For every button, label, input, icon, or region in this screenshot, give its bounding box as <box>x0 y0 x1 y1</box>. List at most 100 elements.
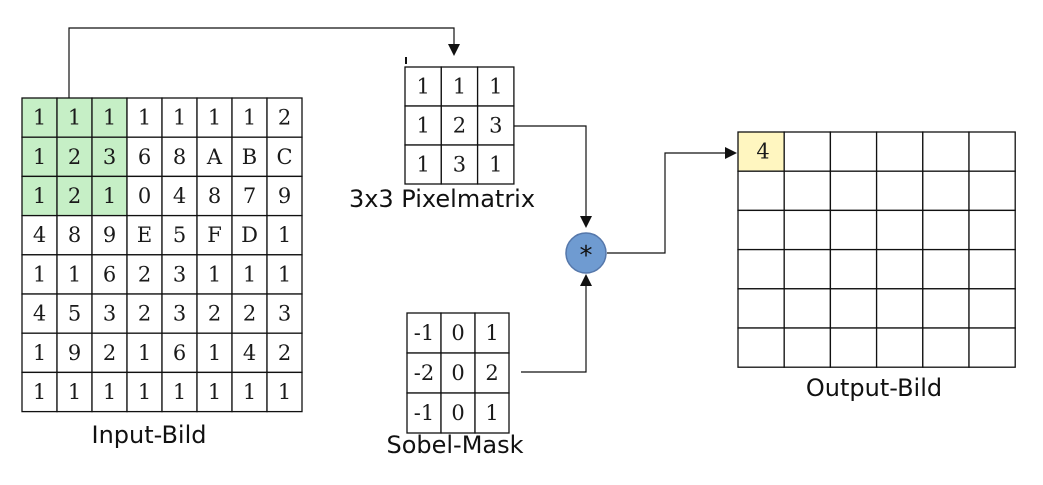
input-cell-value: 6 <box>138 145 151 169</box>
pixel-matrix-cell: 3 <box>440 144 479 185</box>
input-cell-value: 9 <box>68 341 81 365</box>
input-cell: 1 <box>21 371 58 413</box>
input-cell: 1 <box>231 371 268 413</box>
input-cell-value: 1 <box>278 262 291 286</box>
input-cell: 1 <box>56 254 93 295</box>
input-cell: 2 <box>56 175 93 217</box>
arrow-input-to-pixelmatrix <box>68 27 460 98</box>
connectors <box>68 27 737 373</box>
input-cell: 5 <box>161 214 198 256</box>
input-cell: 2 <box>91 332 128 374</box>
pixel-matrix-cell-value: 3 <box>489 114 502 138</box>
input-cell: 2 <box>266 97 303 138</box>
sobel-cell: 1 <box>474 312 510 354</box>
output-cell <box>783 131 832 172</box>
input-cell-value: 1 <box>243 380 256 404</box>
output-cell <box>829 170 878 212</box>
input-cell: 2 <box>126 254 163 295</box>
output-cell <box>875 170 924 212</box>
sobel-cell-value: 0 <box>451 401 464 425</box>
input-cell: 4 <box>21 293 58 334</box>
input-cell-value: 1 <box>68 380 81 404</box>
sobel-cell: 0 <box>440 312 476 354</box>
input-cell-value: 2 <box>138 302 151 326</box>
input-cell: 1 <box>21 332 58 374</box>
input-cell: A <box>196 136 233 178</box>
input-cell-value: 1 <box>68 262 81 286</box>
sobel-cell-value: 0 <box>451 361 464 385</box>
input-cell: C <box>266 136 303 178</box>
output-image-caption: Output-Bild <box>806 374 942 402</box>
input-cell-value: 3 <box>278 302 291 326</box>
arrow-pixelmatrix-to-operator <box>514 125 592 228</box>
input-cell: 8 <box>56 214 93 256</box>
input-cell: D <box>231 214 268 256</box>
input-cell-value: 6 <box>103 262 116 286</box>
input-cell: 1 <box>91 175 128 217</box>
input-cell-value: 5 <box>68 302 81 326</box>
arrow-operator-to-output <box>607 147 737 254</box>
output-cell <box>968 209 1016 251</box>
input-cell-value: 2 <box>103 341 116 365</box>
input-cell: 9 <box>266 175 303 217</box>
output-cell <box>783 327 832 368</box>
sobel-cell: -1 <box>406 392 442 434</box>
input-cell-value: 1 <box>33 145 46 169</box>
pixel-matrix-cell: 1 <box>404 105 442 146</box>
input-cell-value: 1 <box>103 380 116 404</box>
output-cell <box>968 248 1016 290</box>
input-cell-value: 5 <box>173 223 186 247</box>
pixel-matrix-cell: 3 <box>476 105 515 146</box>
pixel-matrix-cell: 2 <box>440 105 479 146</box>
input-cell: 9 <box>56 332 93 374</box>
output-cell <box>922 209 970 251</box>
input-cell: 4 <box>21 214 58 256</box>
input-cell-value: F <box>207 223 222 247</box>
output-cell <box>783 288 832 329</box>
output-cell <box>922 170 970 212</box>
input-cell: 4 <box>231 332 268 374</box>
input-cell: E <box>126 214 163 256</box>
input-cell: 1 <box>56 371 93 413</box>
input-cell: 1 <box>21 97 58 138</box>
sobel-mask-caption: Sobel-Mask <box>386 431 523 459</box>
pixel-matrix-cell: 1 <box>404 144 442 185</box>
output-cell <box>968 288 1016 329</box>
pixel-matrix-cell-value: 1 <box>416 75 429 99</box>
input-cell-value: 6 <box>173 341 186 365</box>
input-cell: 1 <box>266 254 303 295</box>
input-cell-value: 1 <box>208 341 221 365</box>
input-cell-value: 1 <box>33 341 46 365</box>
input-cell: 6 <box>91 254 128 295</box>
input-cell-value: 1 <box>33 262 46 286</box>
pixel-matrix-cell-value: 1 <box>453 75 466 99</box>
input-cell: 3 <box>91 136 128 178</box>
input-cell: 5 <box>56 293 93 334</box>
input-cell-value: 4 <box>173 184 186 208</box>
input-cell: 8 <box>196 175 233 217</box>
output-cell <box>922 131 970 172</box>
input-cell: 2 <box>126 293 163 334</box>
pixel-matrix-cell-value: 1 <box>489 75 502 99</box>
input-cell-value: 1 <box>243 106 256 130</box>
input-cell: 7 <box>231 175 268 217</box>
output-cell <box>829 248 878 290</box>
input-cell-value: 2 <box>208 302 221 326</box>
output-cell <box>968 327 1016 368</box>
sobel-cell-value: 1 <box>485 401 498 425</box>
input-cell-value: 0 <box>138 184 151 208</box>
output-cell <box>829 131 878 172</box>
input-cell: 3 <box>161 293 198 334</box>
input-cell-value: 3 <box>173 302 186 326</box>
input-cell-value: 1 <box>208 106 221 130</box>
sobel-cell: 2 <box>474 352 510 394</box>
input-cell-value: 4 <box>243 341 256 365</box>
output-cell <box>737 288 785 329</box>
input-cell-value: E <box>137 223 152 247</box>
input-cell-value: 1 <box>68 106 81 130</box>
input-cell: 2 <box>56 136 93 178</box>
input-cell: B <box>231 136 268 178</box>
